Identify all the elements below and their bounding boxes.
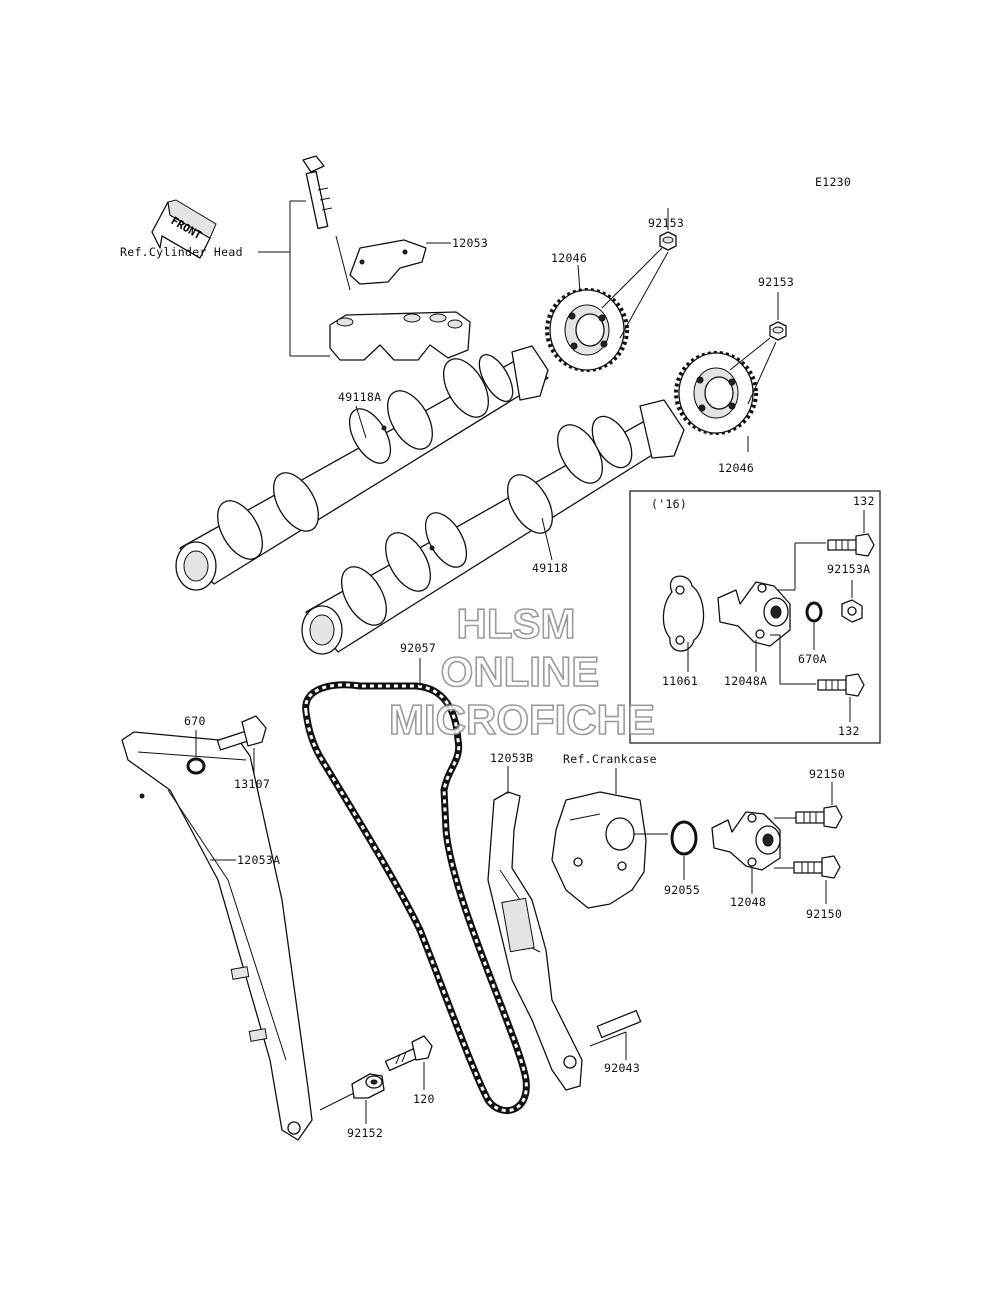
label-92043: 92043 bbox=[604, 1061, 640, 1075]
ref-crankcase-housing bbox=[551, 791, 647, 909]
part-12048-tensioner bbox=[711, 811, 781, 871]
label-670: 670 bbox=[184, 714, 206, 728]
label-92150-top: 92150 bbox=[809, 767, 845, 781]
part-92150-bottom-bolt bbox=[793, 855, 841, 879]
label-12048: 12048 bbox=[730, 895, 766, 909]
label-49118A: 49118A bbox=[338, 390, 381, 404]
part-132-top-bolt bbox=[827, 533, 875, 557]
inset-box-2016 bbox=[629, 490, 881, 744]
part-13107-bolt bbox=[216, 715, 267, 751]
label-13107: 13107 bbox=[234, 777, 270, 791]
part-92150-top-bolt bbox=[795, 805, 843, 829]
part-49118A-camshaft bbox=[175, 345, 549, 591]
label-12048A: 12048A bbox=[724, 674, 767, 688]
watermark-line-2: ONLINE bbox=[441, 648, 600, 695]
part-11061-gasket bbox=[662, 575, 705, 652]
part-92055-oring bbox=[670, 820, 698, 856]
part-49118-camshaft bbox=[301, 399, 685, 655]
ref-crankcase-label: Ref.Crankcase bbox=[563, 752, 657, 766]
ref-cylinder-head-bracket bbox=[258, 200, 330, 357]
part-92153A-nut bbox=[841, 599, 863, 623]
label-11061: 11061 bbox=[662, 674, 698, 688]
part-120-bolt bbox=[384, 1035, 433, 1072]
label-670A: 670A bbox=[798, 652, 827, 666]
label-92153-right: 92153 bbox=[758, 275, 794, 289]
part-12046-top-sprocket bbox=[545, 288, 629, 372]
part-12053B-tensioner-guide bbox=[487, 791, 583, 1091]
watermark-line-1: HLSM bbox=[457, 600, 576, 647]
label-92055: 92055 bbox=[664, 883, 700, 897]
label-132-top: 132 bbox=[853, 494, 875, 508]
ref-cylinder-head-label: Ref.Cylinder Head bbox=[120, 245, 243, 259]
label-12046-top: 12046 bbox=[551, 251, 587, 265]
label-92153A: 92153A bbox=[827, 562, 870, 576]
diagram-code: E1230 bbox=[815, 175, 851, 189]
part-670-oring bbox=[186, 757, 206, 775]
part-132-bottom-bolt bbox=[817, 673, 865, 697]
watermark: HLSM ONLINE MICROFICHE bbox=[388, 599, 656, 744]
camshaft-cap-holder bbox=[329, 311, 471, 361]
watermark-line-3: MICROFICHE bbox=[389, 696, 655, 743]
part-92153-right-bolt bbox=[769, 321, 787, 341]
part-12053-upper-guide bbox=[349, 239, 427, 285]
label-49118: 49118 bbox=[532, 561, 568, 575]
part-12046-bottom-sprocket bbox=[674, 351, 758, 435]
part-92043-pin bbox=[596, 1009, 642, 1039]
label-92152: 92152 bbox=[347, 1126, 383, 1140]
label-12053A: 12053A bbox=[237, 853, 280, 867]
label-132-bottom: 132 bbox=[838, 724, 860, 738]
label-92150-bottom: 92150 bbox=[806, 907, 842, 921]
part-670A-oring bbox=[805, 601, 823, 623]
label-92057: 92057 bbox=[400, 641, 436, 655]
cam-cap-bolt bbox=[302, 155, 333, 230]
part-92153-top-bolt bbox=[659, 231, 677, 251]
label-12053: 12053 bbox=[452, 236, 488, 250]
label-120: 120 bbox=[413, 1092, 435, 1106]
part-92057-cam-chain bbox=[302, 681, 530, 1115]
label-12046-bottom: 12046 bbox=[718, 461, 754, 475]
label-92153-top: 92153 bbox=[648, 216, 684, 230]
label-12053B: 12053B bbox=[490, 751, 533, 765]
part-12048A-tensioner bbox=[717, 581, 791, 647]
front-arrow-icon: FRONT bbox=[151, 199, 217, 259]
part-92152-collar bbox=[351, 1073, 385, 1099]
inset-title: ('16) bbox=[651, 497, 687, 511]
part-12053A-chain-guide bbox=[121, 731, 313, 1141]
